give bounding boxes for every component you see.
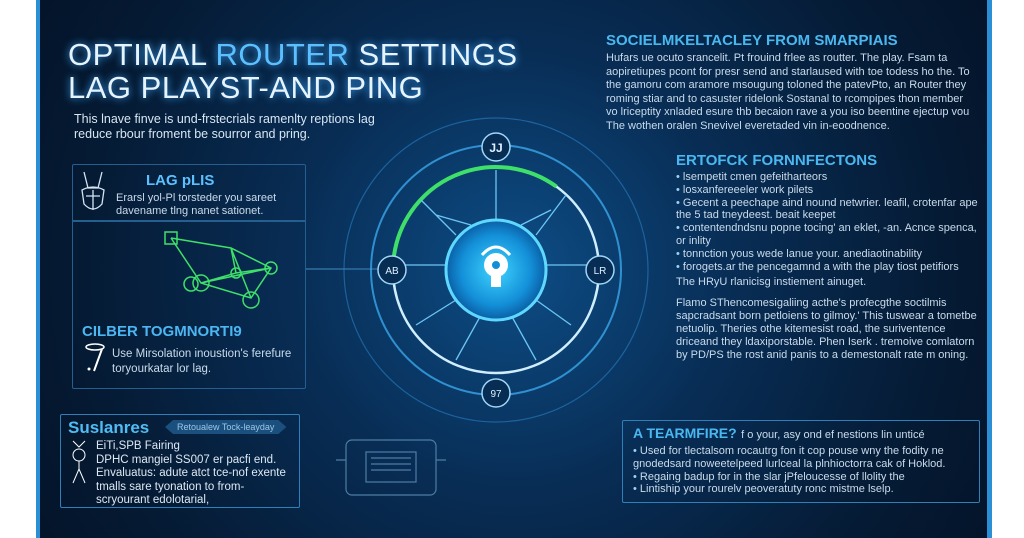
title-line-2: LAG PLAYST-AND PING	[68, 70, 424, 105]
ertofck-footer: The HRyU rlanicisg instiement ainuget.	[676, 276, 867, 289]
page-title: OPTIMAL ROUTER SETTINGS LAG PLAYST-AND P…	[68, 38, 518, 104]
list-item: Gecent a peechape aind nound netwrier. l…	[676, 197, 981, 223]
funnel-icon	[85, 343, 105, 372]
teamfire-subtitle: f o your, asy ond ef nestions lin unticé	[741, 429, 925, 441]
divider	[72, 220, 306, 222]
suslanres-panel	[60, 414, 300, 508]
outer-ring	[343, 117, 649, 423]
cilber-panel-title: CILBER TOGMNORTI9	[82, 323, 242, 340]
lag-panel-text: Erarsl yol-Pl torsteder you sareet daven…	[116, 192, 277, 217]
suslanres-line: Envaluatus: adute atct tce-nof exente tm…	[96, 467, 286, 506]
ertofck-list: lsempetit cmen gefeitharteors losxanfere…	[676, 171, 981, 273]
flamo-text: Flamo SThencomesigaliing acthe's profecg…	[676, 297, 977, 362]
teamfire-panel: A TEARMFIRE? f o your, asy ond ef nestio…	[622, 420, 980, 504]
dial-top-node[interactable]	[481, 132, 511, 162]
emblem-icon	[72, 440, 86, 484]
circuit-lines	[396, 170, 596, 361]
mask-icon	[81, 171, 105, 210]
list-item: Regaing badup for in the slar jPfelouces…	[633, 471, 971, 484]
title-word: SETTINGS	[358, 37, 518, 72]
router-outline-icon	[336, 439, 446, 496]
list-item: Used for tlectalsom rocautrg fon it cop …	[633, 445, 971, 471]
infographic-panel: OPTIMAL ROUTER SETTINGS LAG PLAYST-AND P…	[36, 0, 992, 538]
list-item: forogets.ar the pencegamnd a with the pl…	[676, 261, 981, 274]
suslanres-title: Suslanres	[68, 418, 150, 437]
lightbulb-icon	[480, 245, 512, 287]
dial-left-node[interactable]	[377, 255, 407, 285]
network-diagram-icon	[164, 231, 278, 309]
dial-right-label: LR	[594, 266, 607, 277]
social-section: SOCIELMKELTACLEY FROM SMARPIAIS Hufars u…	[606, 32, 971, 133]
teamfire-header: A TEARMFIRE? f o your, asy ond ef nestio…	[633, 425, 971, 443]
social-text: Hufars ue ocuto srancelit. Pt frouind fr…	[606, 52, 970, 132]
suslanres-tag: Retoualew Tock-leayday	[165, 420, 286, 434]
suslanres-line: DPHC mangiel SS007 er pacfi end.	[96, 453, 277, 466]
progress-arc	[391, 165, 558, 258]
social-title: SOCIELMKELTACLEY FROM SMARPIAIS	[606, 32, 898, 49]
cilber-panel-text: Use Mirsolation inoustion's ferefure tor…	[112, 348, 292, 375]
title-word: ROUTER	[215, 37, 359, 72]
list-item: losxanfereeeler work pilets	[676, 184, 981, 197]
dial-right-node[interactable]	[585, 255, 615, 285]
ertofck-title: ERTOFCK FORNNFECTONS	[676, 152, 878, 169]
dial-top-label: JJ	[489, 141, 502, 155]
router-dial: JJ AB LR 97	[343, 117, 649, 423]
list-item: tonnction yous wede lanue your. anediaot…	[676, 248, 981, 261]
title-word: OPTIMAL	[68, 37, 216, 72]
lag-panel-title: LAG pLIS	[146, 172, 215, 189]
dial-left-label: AB	[385, 266, 399, 277]
lag-panel	[72, 164, 306, 389]
list-item: Lintiship your rourelv peoveratuty ronc …	[633, 483, 971, 496]
intro-text: This lnave finve is und-frstecrials rame…	[74, 112, 375, 141]
list-item: contentendndsnu popne tocing' an eklet, …	[676, 222, 981, 248]
teamfire-list: Used for tlectalsom rocautrg fon it cop …	[633, 445, 971, 496]
suslanres-list: EiTi,SPB Fairing DPHC mangiel SS007 er p…	[96, 440, 296, 508]
suslanres-line: EiTi,SPB Fairing	[96, 440, 180, 452]
connector-line	[306, 268, 386, 270]
left-edge-bar	[36, 0, 40, 538]
dial-bottom-node[interactable]	[481, 378, 511, 408]
teamfire-title: A TEARMFIRE?	[633, 425, 737, 441]
dial-bottom-label: 97	[490, 389, 502, 400]
ertofck-section: ERTOFCK FORNNFECTONS lsempetit cmen gefe…	[676, 152, 981, 362]
right-edge-bar	[987, 0, 992, 538]
list-item: lsempetit cmen gefeitharteors	[676, 171, 981, 184]
